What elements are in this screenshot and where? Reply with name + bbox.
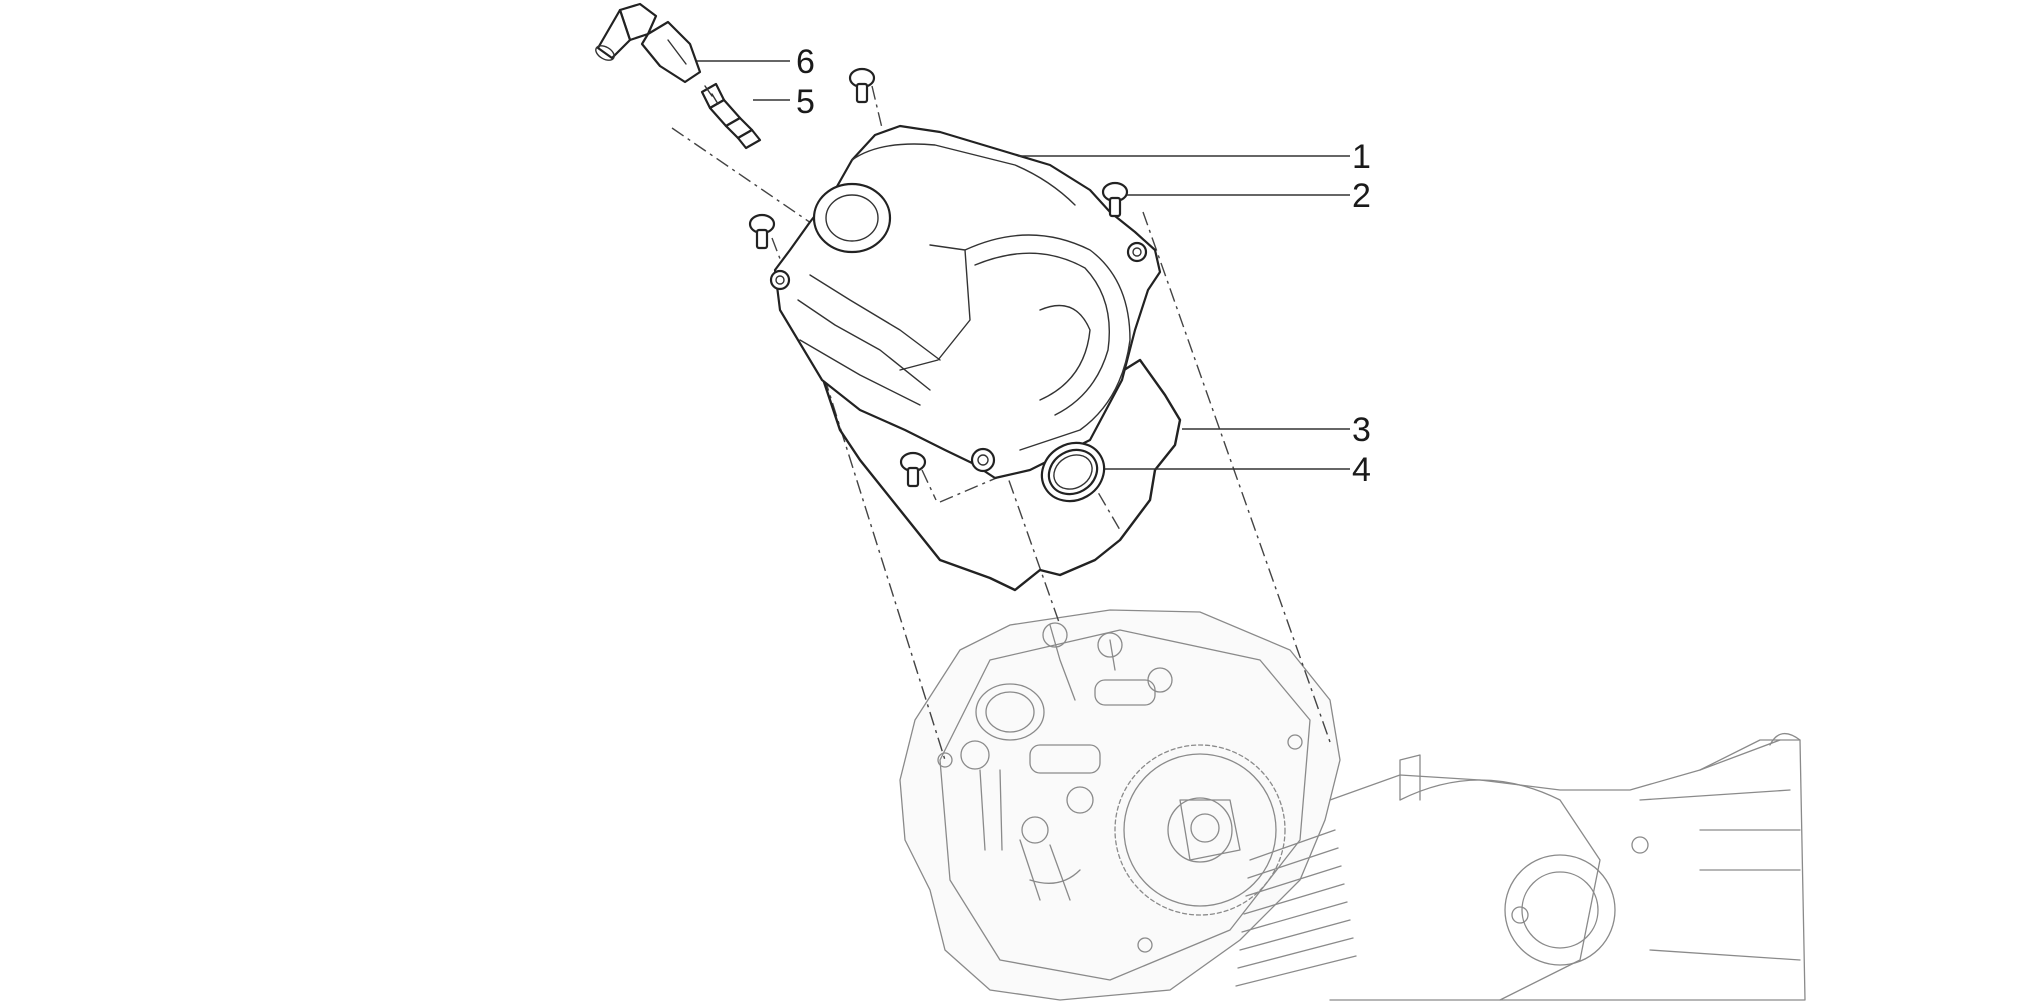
part-6-spark-plug-cap: [595, 2, 702, 84]
bolt-top-center: [848, 67, 876, 104]
callout-6: 6: [796, 43, 815, 81]
valve-rocker-assembly: [960, 622, 1173, 901]
callout-1: 1: [1352, 138, 1371, 176]
leader-lines: [697, 60, 1350, 470]
callout-labels: 1 2 3 4 5 6: [796, 43, 1371, 489]
part-4-seal-ring: [1040, 441, 1106, 503]
cam-sprocket: [1114, 744, 1286, 916]
part-5-spark-plug: [700, 82, 762, 150]
callout-2: 2: [1352, 177, 1371, 215]
alignment-lines: [671, 85, 1331, 761]
crankcase: [1329, 733, 1806, 1001]
callout-5: 5: [796, 83, 815, 121]
bolt-right: [1101, 181, 1129, 218]
callout-3: 3: [1352, 411, 1371, 449]
engine-cylinder-head: [899, 609, 1806, 1001]
cooling-fins: [1235, 829, 1357, 987]
part-2-bolts: [748, 67, 1129, 488]
part-1-valve-cover: [769, 124, 1162, 480]
bolt-left: [748, 213, 776, 250]
bolt-bottom: [899, 451, 927, 488]
callout-4: 4: [1352, 451, 1371, 489]
